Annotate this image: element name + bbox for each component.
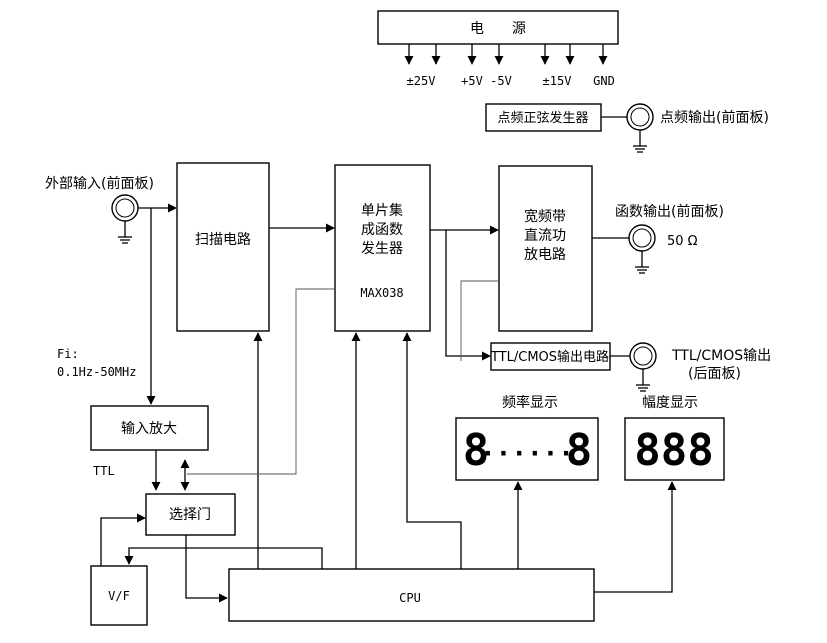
function-output-connector-icon xyxy=(628,224,656,274)
spot-output-label: 点频输出(前面板) xyxy=(660,109,769,126)
rail-label-gnd: GND xyxy=(593,74,615,88)
vf-converter-label: V/F xyxy=(108,589,130,603)
power-supply-block: 电 源 xyxy=(377,10,619,45)
amplitude-display: 888 xyxy=(624,417,725,481)
input-amplifier-block: 输入放大 xyxy=(90,405,209,451)
power-title: 电 源 xyxy=(470,21,526,37)
sine-generator-block: 点频正弦发生器 xyxy=(485,103,602,132)
frequency-display-dots: ······ xyxy=(480,439,574,469)
function-generator-block: 单片集 成函数 发生器 MAX038 xyxy=(334,164,431,332)
function-generator-label-3: 发生器 xyxy=(361,241,403,257)
frequency-display-label: 频率显示 xyxy=(502,394,558,411)
frequency-display-right-digit: 8 xyxy=(566,425,593,476)
ttl-output-label-2: (后面板) xyxy=(688,366,741,382)
sine-generator-label: 点频正弦发生器 xyxy=(497,110,588,126)
spot-output-connector-icon xyxy=(626,103,654,153)
vf-converter-block: V/F xyxy=(90,565,148,626)
wideband-amplifier-label-1: 宽频带 xyxy=(524,208,566,225)
output-impedance-label: 50 Ω xyxy=(667,234,698,249)
external-input-label: 外部输入(前面板) xyxy=(45,175,154,192)
cpu-block: CPU xyxy=(228,568,595,622)
amplitude-display-label: 幅度显示 xyxy=(642,395,698,411)
scan-circuit-block: 扫描电路 xyxy=(176,162,270,332)
scan-circuit-label: 扫描电路 xyxy=(195,232,251,248)
wideband-amplifier-label-3: 放电路 xyxy=(524,247,566,263)
wideband-amplifier-label-2: 直流功 xyxy=(524,227,566,244)
cpu-label: CPU xyxy=(399,591,421,605)
function-generator-label-2: 成函数 xyxy=(361,222,403,238)
rail-label-plus5v: +5V xyxy=(461,74,483,88)
ttl-output-label-1: TTL/CMOS输出 xyxy=(671,348,771,364)
function-generator-model: MAX038 xyxy=(360,286,403,300)
input-frequency-label: Fi: xyxy=(57,347,79,361)
frequency-display: 8 ······ 8 xyxy=(455,417,599,481)
ttl-output-connector-icon xyxy=(629,342,657,392)
input-amplifier-label: 输入放大 xyxy=(121,421,177,437)
wideband-amplifier-block: 宽频带 直流功 放电路 xyxy=(498,165,593,332)
function-output-label: 函数输出(前面板) xyxy=(615,203,724,220)
ttl-output-block: TTL/CMOS输出电路 xyxy=(490,342,611,371)
ttl-output-block-label: TTL/CMOS输出电路 xyxy=(490,349,609,365)
power-rail-arrows xyxy=(404,44,608,65)
rail-label-25v: ±25V xyxy=(407,74,436,88)
amplitude-display-digits: 888 xyxy=(634,425,713,476)
ttl-label: TTL xyxy=(93,464,115,478)
input-frequency-range: 0.1Hz-50MHz xyxy=(57,365,136,379)
select-gate-block: 选择门 xyxy=(145,493,236,536)
frequency-display-left-digit: 8 xyxy=(463,425,490,476)
rail-label-minus5v: -5V xyxy=(490,74,512,88)
function-generator-label-1: 单片集 xyxy=(361,202,403,219)
rail-label-15v: ±15V xyxy=(543,74,572,88)
external-input-connector-icon xyxy=(111,194,139,244)
select-gate-label: 选择门 xyxy=(169,507,211,523)
